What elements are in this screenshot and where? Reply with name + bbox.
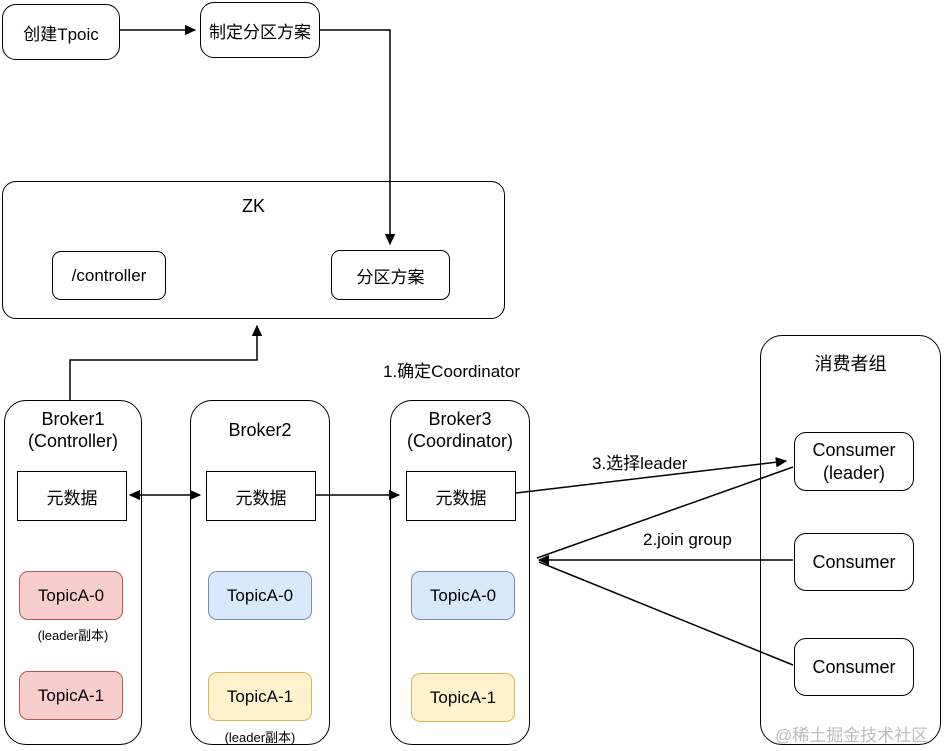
broker1-topic-a1: TopicA-1: [19, 671, 123, 720]
broker2-topic-a1: TopicA-1: [208, 672, 312, 721]
consumer-2-box: Consumer: [794, 533, 914, 591]
annotation-step3: 3.选择leader: [592, 454, 688, 473]
line-consumer3-join: [538, 561, 794, 666]
node-make-partition-plan: 制定分区方案: [200, 2, 320, 58]
annotation-step2: 2.join group: [643, 530, 732, 549]
broker1-metadata-box: 元数据: [17, 471, 127, 521]
consumer-2-line1: Consumer: [812, 551, 896, 572]
consumer-3-line1: Consumer: [812, 656, 896, 677]
broker2-metadata-box: 元数据: [206, 471, 316, 521]
broker3-topic-a0: TopicA-0: [411, 571, 515, 620]
consumer-leader-line2: (leader): [822, 462, 886, 483]
broker2-title-line1: Broker2: [228, 420, 292, 440]
broker1-topic-a0-note: (leader副本): [37, 628, 109, 643]
broker3-container: Broker3 (Coordinator) 元数据 TopicA-0 Topic…: [390, 400, 530, 745]
broker2-container: Broker2 元数据 TopicA-0 TopicA-1 (leader副本): [190, 400, 330, 745]
node-create-topic: 创建Tpoic: [2, 4, 120, 60]
consumer-group-container: 消费者组 Consumer (leader) Consumer Consumer: [760, 335, 941, 745]
broker3-title: Broker3 (Coordinator): [391, 406, 529, 454]
broker2-title: Broker2: [191, 406, 329, 454]
broker1-topic-a0: TopicA-0: [19, 571, 123, 620]
broker3-topic-a1: TopicA-1: [411, 673, 515, 722]
consumer-group-title: 消费者组: [814, 354, 887, 374]
consumer-leader-line1: Consumer: [812, 439, 896, 460]
watermark: @稀土掘金技术社区: [775, 726, 929, 745]
broker3-metadata-box: 元数据: [406, 471, 516, 521]
zk-controller-node: /controller: [52, 251, 166, 300]
broker2-topic-a1-note: (leader副本): [224, 730, 296, 745]
broker3-title-line1: Broker3: [428, 409, 492, 429]
broker1-title-line2: (Controller): [27, 431, 119, 451]
broker3-title-line2: (Coordinator): [406, 431, 514, 451]
consumer-leader-box: Consumer (leader): [794, 432, 914, 491]
broker1-title-line1: Broker1: [41, 409, 105, 429]
zk-title: ZK: [241, 196, 265, 216]
arrow-broker1-to-zk: [69, 324, 263, 400]
zk-partition-plan-node: 分区方案: [331, 250, 450, 300]
consumer-3-box: Consumer: [794, 638, 914, 696]
broker1-title: Broker1 (Controller): [5, 406, 141, 454]
annotation-step1: 1.确定Coordinator: [383, 362, 521, 381]
broker2-topic-a0: TopicA-0: [208, 571, 312, 620]
broker1-container: Broker1 (Controller) 元数据 TopicA-0 (leade…: [4, 400, 142, 745]
